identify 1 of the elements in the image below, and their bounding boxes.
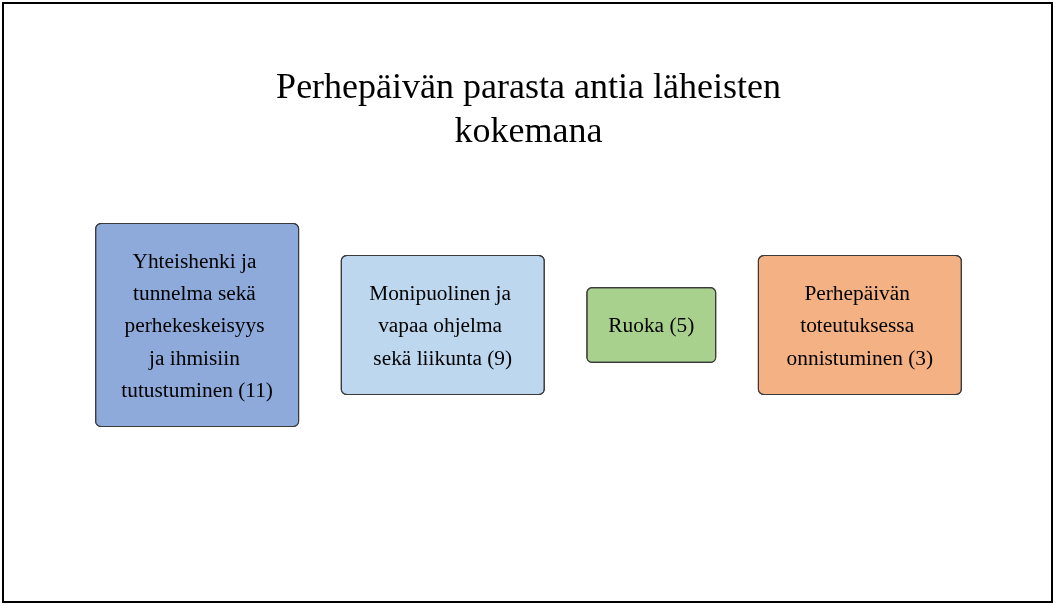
diagram-title: Perhepäivän parasta antia läheisten kokemana <box>275 65 782 152</box>
